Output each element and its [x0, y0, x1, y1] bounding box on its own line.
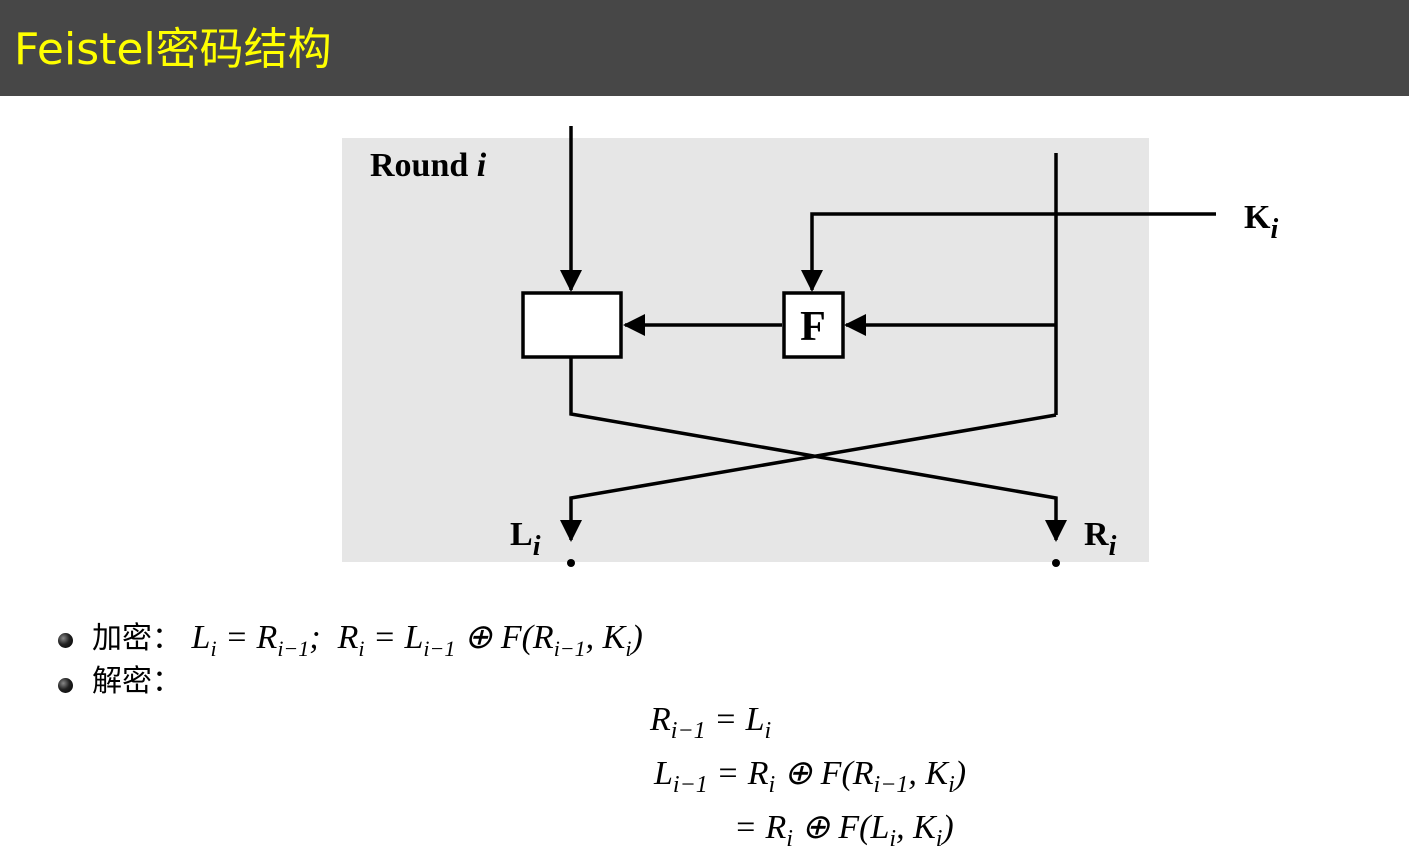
- right-output-dot: [1052, 559, 1060, 567]
- right-output-label: Ri: [1084, 516, 1117, 562]
- slide-title: Feistel密码结构: [14, 24, 332, 75]
- f-function-box: [782, 291, 845, 359]
- bullet-encryption: [58, 633, 73, 648]
- key-line: [801, 212, 1216, 292]
- encryption-label: 加密：: [92, 621, 182, 656]
- bullet-decryption: [58, 678, 73, 693]
- encryption-line: 加密： Li = Ri−1; Ri = Li−1 ⊕ F(Ri−1, Ki): [92, 620, 643, 667]
- decryption-eq-2: Li−1 = Ri ⊕ F(Ri−1, Ki): [654, 755, 967, 798]
- decryption-eq-1: Ri−1 = Li: [650, 701, 772, 744]
- f-function-label: F: [800, 304, 826, 350]
- left-output-label: Li: [510, 516, 541, 562]
- xor-box: [521, 291, 623, 359]
- round-background: [342, 138, 1149, 562]
- title-bar: Feistel密码结构: [0, 0, 1409, 96]
- key-label: Ki: [1244, 199, 1278, 245]
- encryption-formula: Li = Ri−1; Ri = Li−1 ⊕ F(Ri−1, Ki): [191, 619, 643, 661]
- left-output-dot: [567, 559, 575, 567]
- decryption-eq-3: = Ri ⊕ F(Li, Ki): [734, 809, 954, 852]
- cross-line-right-to-left: [560, 413, 1057, 542]
- round-label: Round i: [370, 147, 487, 184]
- decryption-label: 解密：: [92, 664, 182, 699]
